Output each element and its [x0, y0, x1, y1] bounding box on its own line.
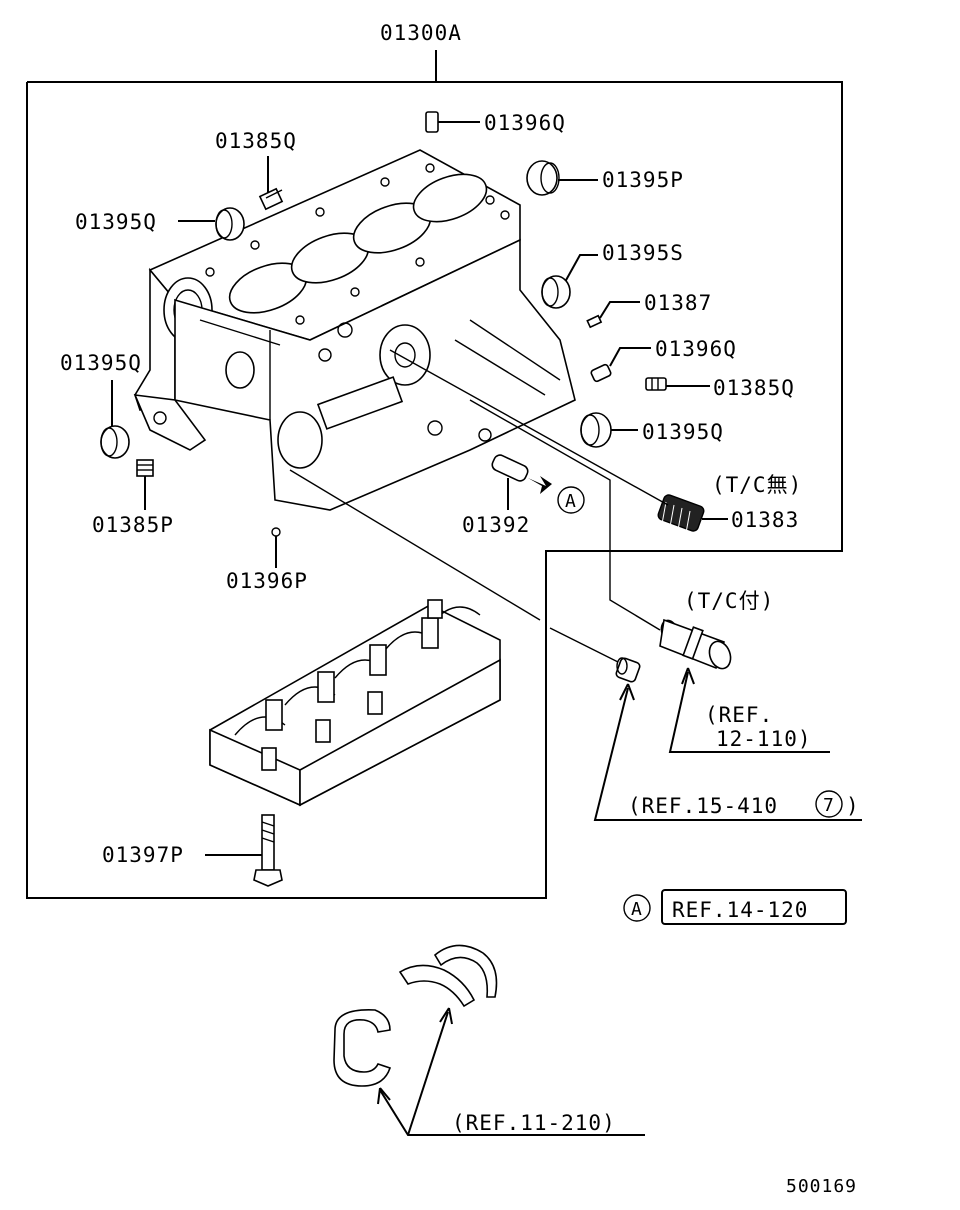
bearing-cap-ladder — [209, 599, 501, 807]
arrowhead-ref-12-110 — [681, 667, 695, 685]
leader-01395S — [564, 254, 598, 283]
label-01385Q-right: 01385Q — [713, 376, 795, 400]
label-01395S: 01395S — [602, 241, 684, 265]
plug-01385Q-top — [258, 187, 284, 211]
label-01395Q-left: 01395Q — [75, 210, 157, 234]
assembly-label: 01300A — [380, 21, 462, 45]
leader-01387 — [599, 301, 640, 319]
cylinder-block — [133, 149, 576, 511]
plug-01385P — [136, 459, 154, 477]
ref-15-410: (REF.15-410 — [628, 794, 778, 818]
marker-A-circle — [557, 486, 585, 514]
ref-15-410-num: 7 — [823, 795, 835, 816]
label-01395P: 01395P — [602, 168, 684, 192]
arrowhead-ref-11-210-a — [377, 1087, 391, 1105]
note-tc-with: (T/C付) — [684, 589, 774, 613]
cap-01395P — [526, 160, 558, 196]
leader-ref-12-110 — [668, 671, 830, 753]
ref-15-410-circle — [815, 790, 843, 818]
cap-01395Q-left2 — [100, 425, 130, 459]
ref-12-110-a: (REF. — [705, 703, 773, 727]
label-01396P: 01396P — [226, 569, 308, 593]
projection-line-d — [469, 399, 661, 631]
label-01385P: 01385P — [92, 513, 174, 537]
assembly-frame — [26, 81, 843, 899]
ref-15-410-close: ) — [846, 794, 860, 818]
pin-01392 — [491, 454, 529, 482]
marker-A: A — [565, 491, 577, 512]
ref-14-120-box — [661, 889, 847, 925]
plug-ref-15-410 — [615, 657, 641, 683]
projection-line-c — [549, 627, 619, 663]
arrow-to-A — [528, 476, 552, 494]
figure-number: 500169 — [786, 1176, 857, 1197]
label-01385Q-top: 01385Q — [215, 129, 297, 153]
sleeve-01383 — [657, 494, 705, 534]
leader-ref-15-410 — [593, 687, 862, 821]
ref-12-110-b: 12-110) — [716, 727, 812, 751]
plug-01385Q-right — [645, 377, 667, 391]
ref-11-210: (REF.11-210) — [452, 1111, 616, 1135]
sleeve-tc — [659, 618, 732, 670]
leader-01396Q-right — [609, 347, 651, 367]
dowel-01396Q-right — [590, 363, 612, 383]
label-01397P: 01397P — [102, 843, 184, 867]
leader-ref-11-210-b — [407, 1011, 449, 1136]
projection-line-b — [289, 469, 541, 621]
projection-line-a — [389, 349, 669, 506]
bolt-01397P — [253, 814, 283, 887]
cap-01395S — [541, 275, 571, 309]
arrowhead-ref-15-410 — [619, 683, 635, 701]
label-01387: 01387 — [644, 291, 712, 315]
ref-14-120-marker: A — [631, 899, 643, 920]
arrowhead-ref-11-210-b — [439, 1007, 453, 1025]
pin-01387 — [586, 314, 603, 329]
label-01383: 01383 — [731, 508, 799, 532]
dowel-01396P — [271, 527, 281, 537]
note-tc-without: (T/C無) — [712, 473, 802, 497]
ref-14-120: REF.14-120 — [672, 898, 808, 922]
label-01392: 01392 — [462, 513, 530, 537]
bearing-shells — [333, 944, 498, 1087]
cap-01395Q-left — [215, 207, 245, 241]
label-01395Q-right: 01395Q — [642, 420, 724, 444]
label-01395Q-left2: 01395Q — [60, 351, 142, 375]
dowel-01396Q-top — [425, 111, 439, 133]
label-01396Q-right: 01396Q — [655, 337, 737, 361]
label-01396Q-top: 01396Q — [484, 111, 566, 135]
ref-14-120-marker-circle — [623, 894, 651, 922]
